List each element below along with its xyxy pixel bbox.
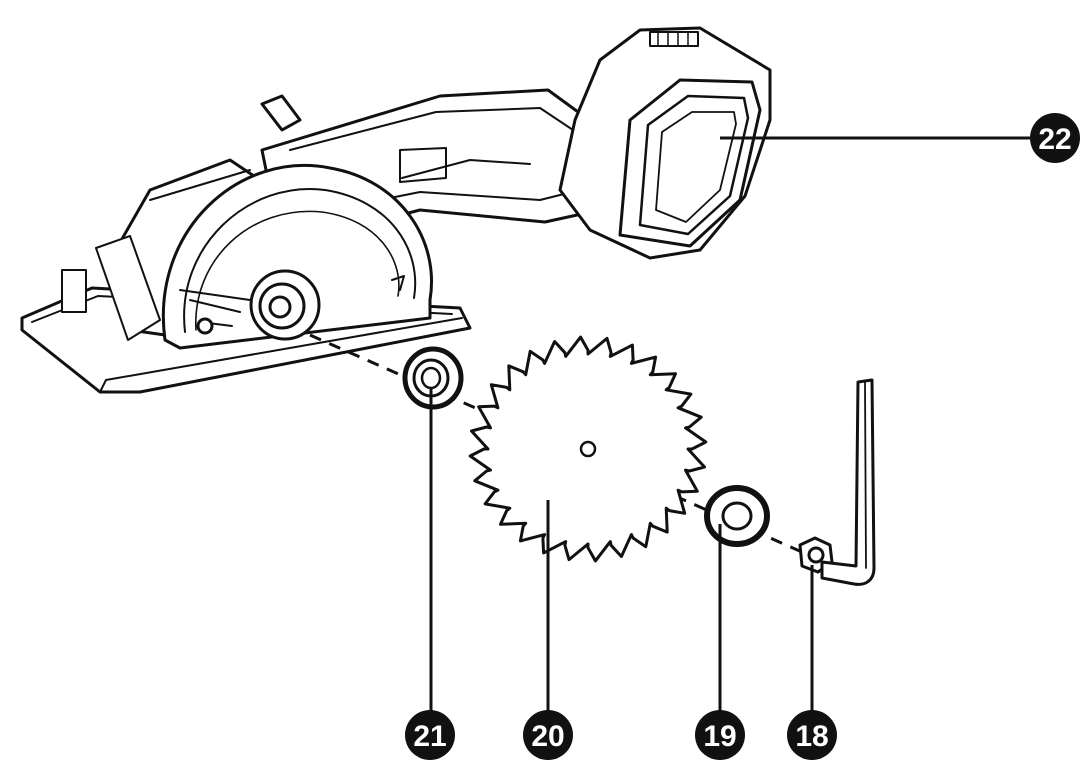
inner-flange (402, 346, 464, 410)
callout-19: 19 (695, 710, 745, 760)
hex-key-wrench (820, 378, 876, 586)
outer-flange (704, 485, 770, 547)
callout-label-20: 20 (531, 720, 564, 753)
leader-lines (429, 136, 1030, 712)
battery-pack (558, 26, 772, 260)
callout-21: 21 (405, 710, 455, 760)
callout-label-19: 19 (703, 720, 736, 753)
callout-20: 20 (523, 710, 573, 760)
callout-18: 18 (787, 710, 837, 760)
callout-label-18: 18 (795, 720, 828, 753)
callout-label-21: 21 (413, 720, 446, 753)
callout-label-22: 22 (1038, 123, 1071, 156)
callout-22: 22 (1030, 113, 1080, 163)
circular-saw-body (20, 88, 602, 394)
saw-blade (468, 335, 708, 563)
